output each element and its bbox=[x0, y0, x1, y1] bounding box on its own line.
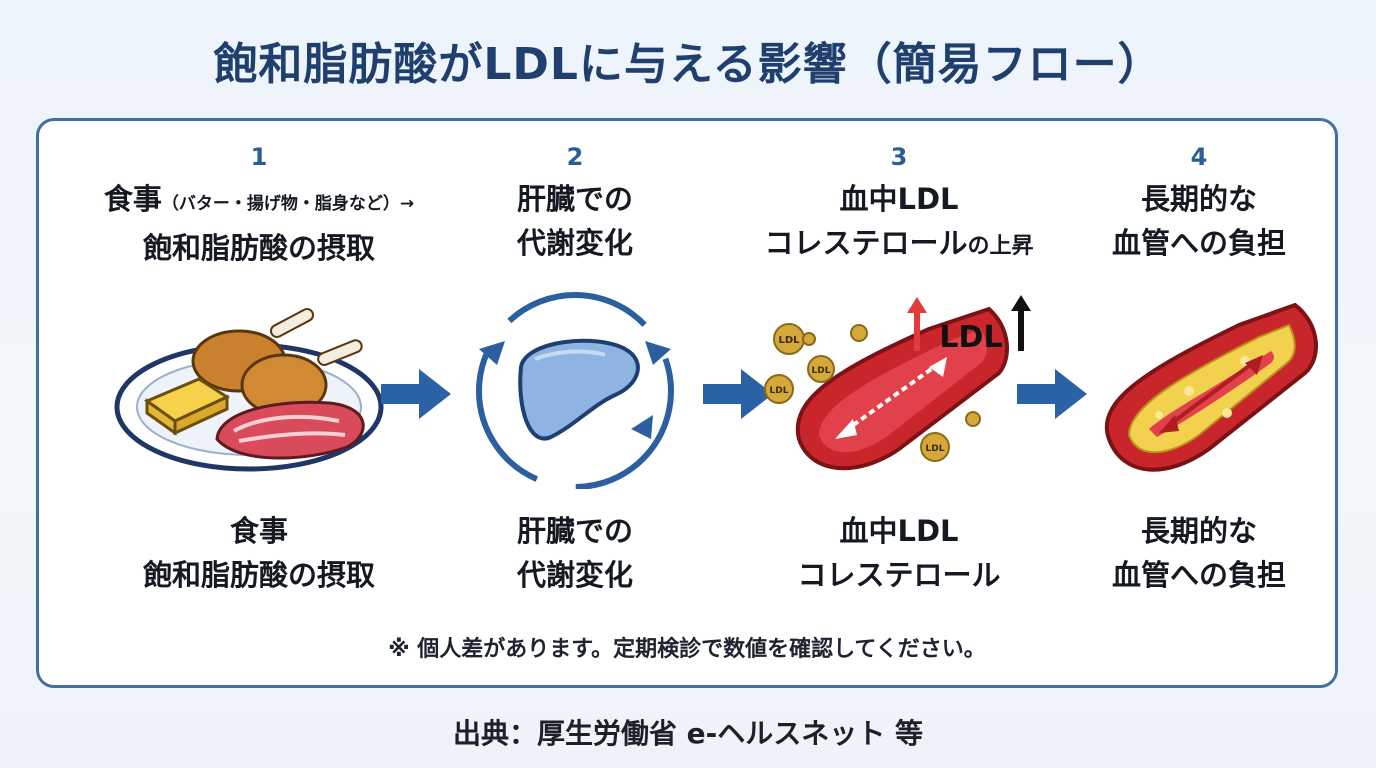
step-heading-line1: 長期的な bbox=[1140, 182, 1257, 216]
step-caption-line1: 長期的な bbox=[1140, 514, 1257, 548]
step-caption-line1: 食事 bbox=[229, 514, 288, 548]
step-3: 3 血中LDL コレステロールの上昇 LDL LDL LDL LDL bbox=[749, 121, 1049, 685]
step-number: 4 bbox=[1190, 143, 1208, 171]
step-heading-line2: コレステロール bbox=[764, 226, 968, 260]
step-heading: 血中LDL コレステロールの上昇 bbox=[729, 177, 1069, 269]
step-caption-line2: 代謝変化 bbox=[516, 558, 633, 592]
step-2: 2 肝臓での 代謝変化 肝臓での 代謝変化 bbox=[425, 121, 725, 685]
flow-arrow-icon bbox=[703, 369, 773, 419]
step-caption: 肝臓での 代謝変化 bbox=[405, 509, 745, 597]
step-caption-line1: 肝臓での bbox=[516, 514, 633, 548]
step-heading: 長期的な 血管への負担 bbox=[1029, 177, 1369, 265]
step-caption: 食事 飽和脂肪酸の摂取 bbox=[89, 509, 429, 597]
step-heading: 食事（バター・揚げ物・脂身など）→ 飽和脂肪酸の摂取 bbox=[89, 177, 429, 270]
step-heading-suffix: の上昇 bbox=[967, 234, 1034, 259]
ldl-particle-label: LDL bbox=[778, 335, 800, 346]
blood-vessel-ldl-illustration: LDL LDL LDL LDL LDL bbox=[764, 295, 1031, 471]
step-heading-line1: 肝臓での bbox=[516, 182, 633, 216]
disclaimer-note: ※ 個人差があります。定期検診で数値を確認してください。 bbox=[388, 637, 986, 662]
flow-panel: 1 食事（バター・揚げ物・脂身など）→ 飽和脂肪酸の摂取 食事 飽和脂肪酸の摂取 bbox=[36, 118, 1338, 688]
step-1: 1 食事（バター・揚げ物・脂身など）→ 飽和脂肪酸の摂取 食事 飽和脂肪酸の摂取 bbox=[104, 121, 414, 685]
step-heading-line1: 血中LDL bbox=[839, 182, 959, 216]
ldl-particle-label: LDL bbox=[812, 366, 831, 376]
step-heading-note: （バター・揚げ物・脂身など）→ bbox=[161, 194, 415, 214]
step-caption: 長期的な 血管への負担 bbox=[1029, 509, 1369, 597]
flow-arrow-icon bbox=[1017, 369, 1087, 419]
step-caption-line2: コレステロール bbox=[797, 558, 1001, 592]
ldl-particle-label: LDL bbox=[770, 386, 789, 396]
source-credit: 出典：厚生労働省 e-ヘルスネット 等 bbox=[452, 717, 924, 750]
ldl-particle-label: LDL bbox=[926, 444, 945, 454]
step-number: 2 bbox=[566, 143, 584, 171]
step-4: 4 長期的な 血管への負担 長期的な 血管への負担 bbox=[1049, 121, 1349, 685]
step-caption-line2: 飽和脂肪酸の摂取 bbox=[142, 558, 375, 592]
liver-cycle-illustration bbox=[476, 292, 674, 489]
step-heading-line1: 食事 bbox=[103, 182, 162, 216]
step-heading-line2: 代謝変化 bbox=[516, 226, 633, 260]
step-caption: 血中LDL コレステロール bbox=[729, 509, 1069, 597]
step-number: 3 bbox=[890, 143, 908, 171]
narrowed-vessel-illustration bbox=[1104, 302, 1318, 472]
step-heading: 肝臓での 代謝変化 bbox=[405, 177, 745, 265]
step-number: 1 bbox=[250, 143, 268, 171]
step-caption-line1: 血中LDL bbox=[839, 514, 959, 548]
step-caption-line2: 血管への負担 bbox=[1111, 558, 1286, 592]
food-plate-illustration bbox=[114, 308, 384, 472]
step-heading-line2: 血管への負担 bbox=[1111, 226, 1286, 260]
flow-arrow-icon bbox=[381, 369, 451, 419]
page-title: 飽和脂肪酸がLDLに与える影響（簡易フロー） bbox=[213, 39, 1163, 90]
step-heading-line2: 飽和脂肪酸の摂取 bbox=[142, 231, 375, 265]
ldl-rise-label: LDL bbox=[939, 320, 1002, 355]
